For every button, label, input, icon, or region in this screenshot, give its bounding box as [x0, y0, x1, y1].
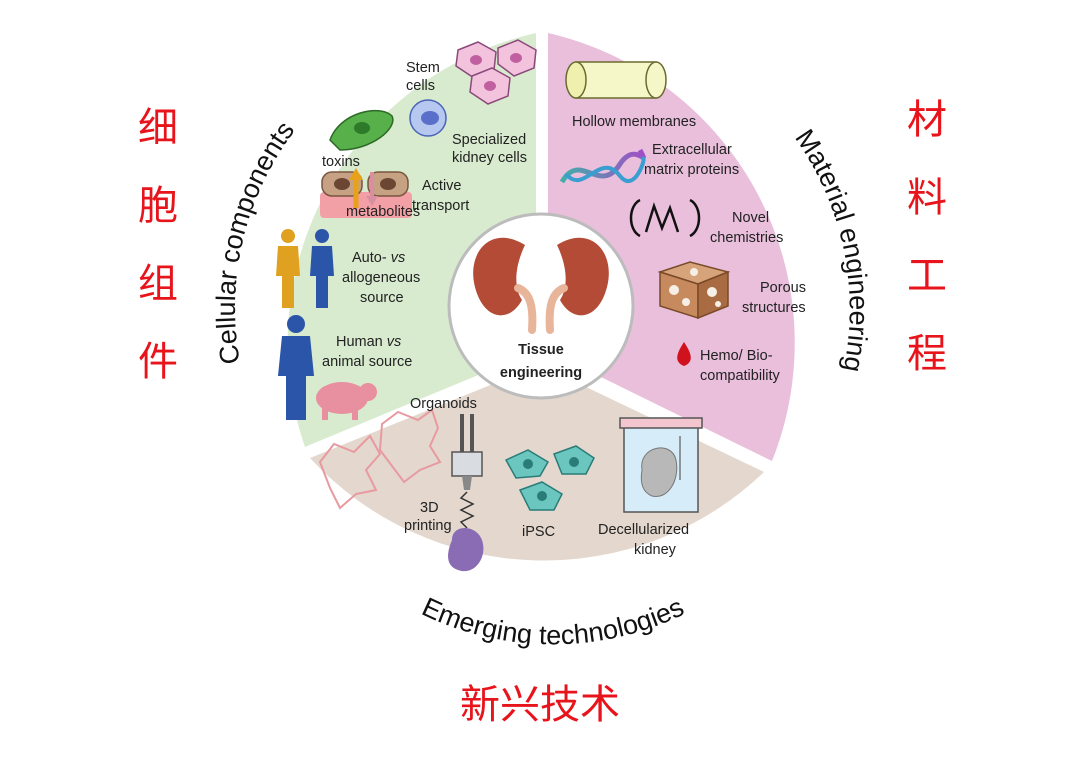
- zh-char: 工: [907, 253, 947, 299]
- label-material-zh: 材 料 工 程: [897, 100, 957, 412]
- transport-icon: [320, 168, 412, 218]
- human-animal-label-2: animal source: [322, 354, 412, 370]
- label-cellular-zh: 细 胞 组 件: [128, 108, 188, 420]
- hemo-label-1: Hemo/ Bio-: [700, 348, 773, 364]
- active-transport-label-1: Active: [422, 178, 462, 194]
- metabolites-label: metabolites: [346, 204, 420, 220]
- human-animal-label-1: Human vs: [336, 334, 401, 350]
- zh-char: 胞: [138, 183, 178, 229]
- stem-cells-label-1: Stem: [406, 60, 440, 76]
- chemistry-icon: [629, 198, 701, 238]
- decellularized-label-1: Decellularized: [598, 522, 689, 538]
- specialized-kidney-label-2: kidney cells: [452, 150, 527, 166]
- organoids-icon: [318, 408, 442, 510]
- auto-allo-label-3: source: [360, 290, 404, 306]
- blood-drop-icon: [677, 342, 691, 366]
- hemo-label-2: compatibility: [700, 368, 781, 384]
- novel-chemistries-label-2: chemistries: [710, 230, 783, 246]
- auto-allo-label-1: Auto- vs: [352, 250, 405, 266]
- zh-char: 程: [907, 331, 947, 377]
- zh-char: 料: [907, 175, 947, 221]
- porous-structures-label-1: Porous: [760, 280, 806, 296]
- porous-structures-label-2: structures: [742, 300, 806, 316]
- ecm-label-2: matrix proteins: [644, 162, 739, 178]
- decellularized-label-2: kidney: [634, 542, 677, 558]
- novel-chemistries-label-1: Novel: [732, 210, 769, 226]
- center-title-line1: Tissue: [518, 342, 564, 358]
- hollow-membranes-label: Hollow membranes: [572, 114, 696, 130]
- ipsc-label: iPSC: [522, 524, 555, 540]
- zh-char: 件: [138, 339, 178, 385]
- zh-char: 细: [138, 105, 178, 151]
- hollow-membrane-icon: [565, 61, 667, 99]
- organoids-label: Organoids: [410, 396, 477, 412]
- kidney-cell-icon: [409, 99, 447, 137]
- cell-icon: [329, 109, 394, 151]
- active-transport-label-2: transport: [412, 198, 469, 214]
- ecm-label-1: Extracellular: [652, 142, 732, 158]
- section-title-material: Material engineering: [789, 124, 873, 375]
- zh-char: 材: [907, 97, 947, 143]
- stem-cells-icon: [455, 39, 537, 105]
- protein-helix-icon: [559, 148, 646, 184]
- stem-cells-label-2: cells: [406, 78, 435, 94]
- 3d-printing-label-2: printing: [404, 518, 452, 534]
- kidneys-icon: [473, 237, 609, 334]
- specialized-kidney-label-1: Specialized: [452, 132, 526, 148]
- ipsc-cells-icon: [504, 445, 595, 511]
- porous-structure-icon: [657, 261, 731, 320]
- section-title-emerging: Emerging technologies: [418, 592, 689, 651]
- 3d-printer-icon: [448, 414, 484, 572]
- label-emerging-zh: 新兴技术: [460, 682, 620, 728]
- pig-icon: [316, 382, 377, 420]
- zh-char: 组: [138, 261, 178, 307]
- human-figures-icon: [276, 229, 334, 308]
- human-figure-icon: [278, 315, 314, 420]
- decellularized-kidney-icon: [619, 417, 703, 513]
- 3d-printing-label-1: 3D: [420, 500, 439, 516]
- center-title-line2: engineering: [500, 365, 582, 381]
- auto-allo-label-2: allogeneous: [342, 270, 420, 286]
- toxins-label: toxins: [322, 154, 360, 170]
